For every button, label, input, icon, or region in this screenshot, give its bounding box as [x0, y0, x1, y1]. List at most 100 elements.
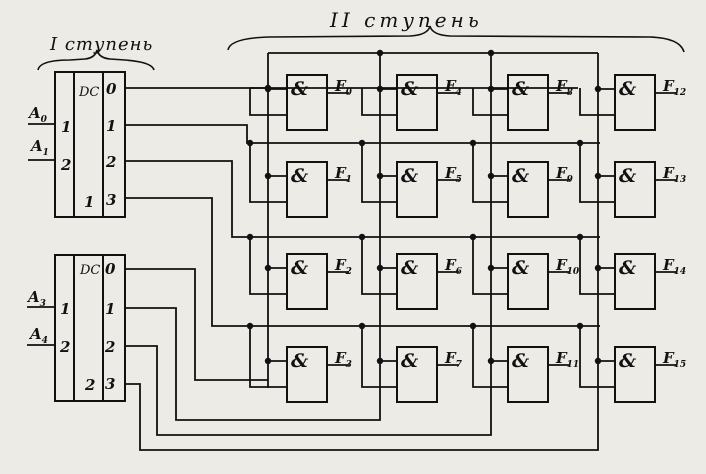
junction-col2-gate1	[487, 172, 495, 180]
input-a3-label: A3	[28, 288, 46, 309]
junction-top-1	[376, 49, 384, 57]
gate-symbol-1: &	[291, 165, 309, 187]
junction-top-2	[487, 49, 495, 57]
row-feed-2-3	[579, 237, 615, 295]
output-label-f9: F9	[556, 164, 573, 185]
dc1-symbol: DC	[79, 85, 100, 100]
row-feed-0-3	[579, 88, 615, 116]
row-feed-0-2	[472, 88, 508, 116]
output-label-f6: F6	[445, 256, 462, 277]
junction-col2-gate3	[487, 357, 495, 365]
junction-row1-col1	[358, 139, 366, 147]
gate-symbol-12: &	[619, 78, 637, 100]
and-gate-10	[507, 253, 549, 310]
dc1-out-0: 0	[106, 80, 117, 98]
junction-top-0	[264, 84, 272, 92]
junction-col0-gate3	[264, 357, 272, 365]
row-feed-3-3	[579, 326, 615, 388]
row-feed-2-2	[472, 237, 508, 295]
gate-symbol-8: &	[512, 78, 530, 100]
and-gate-4	[396, 74, 438, 131]
junction-col3-gate2	[594, 264, 602, 272]
row-feed-1-1	[361, 143, 397, 203]
and-gate-14	[614, 253, 656, 310]
junction-col2-gate2	[487, 264, 495, 272]
row-feed-2-1	[361, 237, 397, 295]
decoder1-body	[54, 71, 126, 218]
junction-col1-gate1	[376, 172, 384, 180]
junction-col3-gate0	[594, 85, 602, 93]
junction-row2-col1	[358, 233, 366, 241]
gate-symbol-5: &	[401, 165, 419, 187]
junction-row3-col2	[469, 322, 477, 330]
gate-symbol-2: &	[291, 257, 309, 279]
row-feed-1-0	[249, 143, 287, 203]
row-feed-0-1	[361, 88, 397, 116]
junction-row2-col2	[469, 233, 477, 241]
and-gate-2	[286, 253, 328, 310]
and-gate-9	[507, 161, 549, 218]
dc1-out-2: 2	[106, 153, 117, 171]
junction-col0-gate1	[264, 172, 272, 180]
and-gate-7	[396, 346, 438, 403]
output-label-f15: F15	[663, 349, 687, 370]
and-gate-13	[614, 161, 656, 218]
row-feed-1-3	[579, 143, 615, 203]
row-feed-0-0	[249, 88, 287, 116]
gate-symbol-10: &	[512, 257, 530, 279]
dc2-out2-wire	[125, 345, 492, 436]
dc1-out-3: 3	[106, 191, 117, 209]
output-label-f0: F0	[335, 77, 352, 98]
gate-symbol-6: &	[401, 257, 419, 279]
junction-row3-col3	[576, 322, 584, 330]
gate-symbol-11: &	[512, 350, 530, 372]
and-gate-0	[286, 74, 328, 131]
output-label-f8: F8	[556, 77, 573, 98]
and-gate-15	[614, 346, 656, 403]
dc2-out-3: 3	[105, 375, 116, 393]
dc2-out1-wire	[125, 307, 381, 421]
junction-col3-gate1	[594, 172, 602, 180]
stage1-bracket	[37, 49, 155, 71]
output-label-f7: F7	[445, 349, 462, 370]
output-label-f2: F2	[335, 256, 352, 277]
dc2-input-pin-2: 2	[60, 338, 71, 356]
gate-symbol-4: &	[401, 78, 419, 100]
dc2-out-1: 1	[105, 300, 116, 318]
row-feed-1-2	[472, 143, 508, 203]
output-label-f11: F11	[556, 349, 580, 370]
input-a1-label: A1	[31, 137, 49, 158]
junction-row1-col2	[469, 139, 477, 147]
row-feed-3-0	[249, 326, 287, 388]
junction-col1-gate0	[376, 85, 384, 93]
dc2-symbol: DC	[80, 263, 101, 278]
dc2-out0-wire	[125, 268, 268, 381]
output-label-f1: F1	[335, 164, 352, 185]
stage1-label: I ступень	[50, 34, 154, 55]
output-label-f4: F4	[445, 77, 462, 98]
dc2-out3-wire	[125, 361, 599, 451]
dc1-weight-label: 1	[84, 193, 95, 211]
output-label-f14: F14	[663, 256, 687, 277]
and-gate-11	[507, 346, 549, 403]
and-gate-5	[396, 161, 438, 218]
gate-symbol-9: &	[512, 165, 530, 187]
dc1-out-1: 1	[106, 117, 117, 135]
junction-row2-col0	[246, 233, 254, 241]
gate-symbol-13: &	[619, 165, 637, 187]
gate-symbol-15: &	[619, 350, 637, 372]
dc1-out2-wire	[125, 160, 600, 238]
junction-row1-col3	[576, 139, 584, 147]
dc1-input-pin-2: 2	[61, 156, 72, 174]
dc2-out-2: 2	[105, 338, 116, 356]
and-gate-12	[614, 74, 656, 131]
gate-symbol-0: &	[291, 78, 309, 100]
and-gate-6	[396, 253, 438, 310]
dc1-input-pin-1: 1	[61, 118, 72, 136]
dc1-out1-wire	[125, 124, 600, 144]
junction-row2-col3	[576, 233, 584, 241]
output-label-f5: F5	[445, 164, 462, 185]
output-label-f13: F13	[663, 164, 687, 185]
